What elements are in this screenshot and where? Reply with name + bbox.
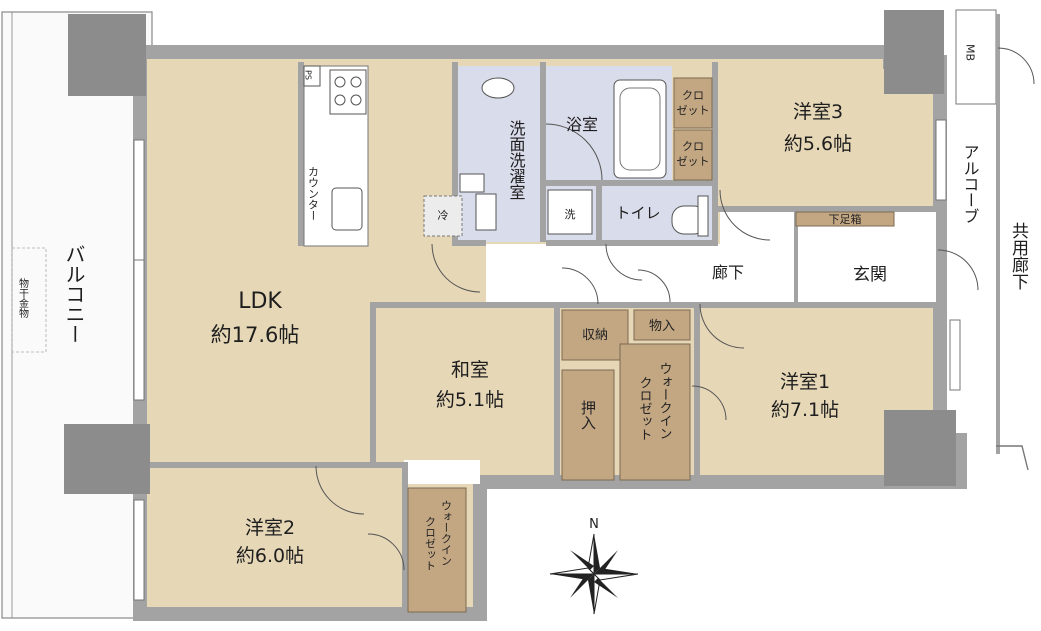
common-corridor-label: 共用廊下 [1008,222,1029,290]
closet-a-label: クロ ゼット [677,89,710,117]
ldk-area: 約17.6帖 [211,323,300,347]
rouka-floor [486,244,796,302]
washitsu-name: 和室 [451,359,489,381]
mb-label: MB [964,44,977,61]
door-swings [315,47,1035,571]
ps-label: PS [304,70,313,80]
wic1-line2: クロゼット [637,376,653,441]
fridge-label: 冷 [438,209,449,222]
genkan-name: 玄関 [853,265,887,285]
notch [404,460,480,484]
bath-fixtures [459,77,709,237]
wic1-line1: ウォークイン [657,362,672,440]
senmen-name: 洗面洗濯室 [507,120,526,200]
svg-text:クロ: クロ [682,140,704,153]
closets [407,77,895,613]
yoshitsu3-area: 約5.6帖 [784,133,852,155]
closet-b-label: クロ ゼット [677,140,710,168]
oshiire-label: 押入 [579,400,597,430]
svg-text:ゼット: ゼット [677,155,710,168]
genkan-floor [796,212,936,302]
kitchen-sink [331,187,363,231]
washitsu-area: 約5.1帖 [436,389,504,411]
svg-text:クロ: クロ [682,89,704,102]
monoire-label: 物入 [649,319,675,334]
hall-gap [720,212,800,246]
interior-walls [150,62,938,612]
yoshitsu1-name: 洋室1 [780,371,830,393]
compass-icon [549,533,639,615]
yoshitsu3-name: 洋室3 [793,101,843,123]
shuno-label: 収納 [582,328,608,343]
windows [133,119,961,601]
mb-area [955,9,1029,471]
drying-rack [11,247,47,353]
yoshitsu1-area: 約7.1帖 [771,399,839,421]
fridge [423,195,463,237]
yoshitsu2-name: 洋室2 [245,517,295,539]
rouka-name: 廊下 [712,263,744,282]
ps-box [303,65,321,87]
svg-text:ゼット: ゼット [677,104,710,117]
balcony-label: バルコニー [62,244,86,344]
columns [64,10,956,494]
washer-pan [547,189,593,235]
balcony [1,11,153,619]
washbasin [481,77,515,99]
ldk-name: LDK [238,289,282,314]
counter-label: カウンター [307,166,320,221]
drying-rack-label: 物干金物 [17,277,29,319]
getabako-label: 下足箱 [829,212,862,226]
alcove-label: アルコーブ [961,144,980,224]
washer-label: 洗 [565,208,576,221]
toilet-name: トイレ [615,204,660,222]
kitchen [303,65,369,247]
yoshitsu2-area: 約6.0帖 [236,545,304,567]
stove [329,69,367,115]
yokushitsu-name: 浴室 [566,115,598,134]
wic2-line1: ウォークイン [440,500,453,566]
north-label: N [589,517,599,532]
wic2-line2: クロゼット [424,516,437,571]
